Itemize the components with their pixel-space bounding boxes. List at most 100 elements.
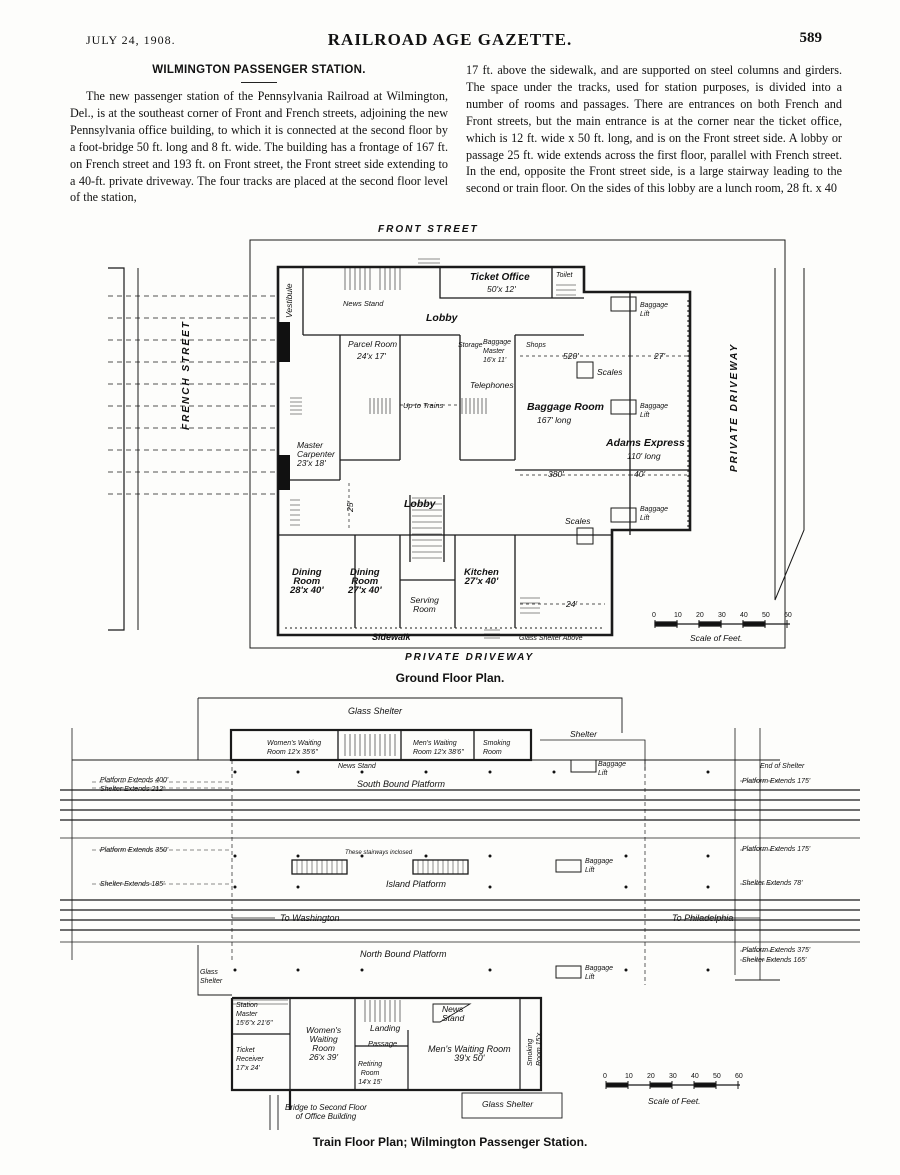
label-baggage-lift-b: Baggage Lift	[585, 858, 614, 874]
label-private-driveway-right: PRIVATE DRIVEWAY	[729, 342, 740, 472]
label-lobby-top: Lobby	[426, 312, 458, 324]
label-baggage-lift-1: Baggage Lift	[640, 302, 669, 318]
label-news-stand-top: News Stand	[338, 763, 376, 770]
label-lobby-bottom: Lobby	[404, 498, 436, 510]
label-dim-24: 24'	[566, 599, 578, 609]
label-serving-room: Serving Room	[410, 595, 439, 614]
label-adams-express-dim: 110' long	[627, 451, 661, 461]
label-baggage-lift-a: Baggage Lift	[598, 761, 627, 777]
label-island-platform: Island Platform	[386, 879, 447, 889]
label-shelter-185: Shelter Extends 185'	[100, 881, 165, 888]
label-womens-waiting: Women's Waiting Room 26'x 39'	[306, 1025, 342, 1062]
label-womens-waiting-top: Women's Waiting Room 12'x 35'6"	[267, 740, 322, 756]
page-number: 589	[799, 30, 823, 46]
label-glass-shelter-bottom: Glass Shelter	[482, 1099, 534, 1109]
label-dim-40: 40'	[634, 469, 646, 479]
building-outer-wall	[276, 265, 692, 637]
label-sidewalk: Sidewalk	[372, 632, 411, 642]
label-bridge: Bridge to Second Floor of Office Buildin…	[285, 1103, 367, 1121]
label-end-of-shelter: End of Shelter	[760, 763, 805, 770]
article-column-2: 17 ft. above the sidewalk, and are suppo…	[466, 63, 842, 196]
label-mens-waiting: Men's Waiting Room 39'x 50'	[428, 1044, 511, 1063]
label-dim-520: 520'	[563, 351, 579, 361]
label-platform-350: Platform Extends 350'	[100, 847, 169, 854]
label-platform-175-a: Platform Extends 175'	[742, 778, 811, 785]
train-scale-tick-5: 50	[713, 1073, 721, 1080]
label-dining-room-1: Dining Room 28'x 40'	[290, 567, 324, 596]
train-scale-tick-3: 30	[669, 1073, 677, 1080]
label-mens-waiting-top: Men's Waiting Room 12'x 38'6"	[413, 740, 464, 756]
label-glass-shelter-above: Glass Shelter Above	[519, 635, 583, 642]
header-date: JULY 24, 1908.	[86, 33, 176, 47]
label-news-stand: News Stand	[343, 299, 384, 308]
label-shelter: Shelter	[570, 729, 597, 739]
label-baggage-room-dim: 167' long	[537, 415, 572, 425]
label-shelter-165: Shelter Extends 165'	[742, 957, 807, 964]
label-private-driveway-bottom: PRIVATE DRIVEWAY	[405, 652, 535, 663]
train-scale-tick-6: 60	[735, 1073, 743, 1080]
ground-scale-tick-1: 10	[674, 612, 682, 619]
label-storage: Storage	[458, 342, 483, 349]
label-adams-express: Adams Express	[606, 437, 685, 449]
label-south-bound: South Bound Platform	[357, 779, 446, 789]
ground-floor-plan	[108, 239, 805, 649]
label-baggage-lift-2: Baggage Lift	[640, 403, 669, 419]
label-baggage-master: Baggage Master 16'x 11'	[483, 339, 512, 364]
article-title: WILMINGTON PASSENGER STATION.	[152, 64, 366, 76]
label-kitchen: Kitchen 27'x 40'	[464, 567, 499, 587]
label-news-stand-bottom: News Stand	[442, 1004, 465, 1023]
train-scale-tick-2: 20	[647, 1073, 655, 1080]
ground-scale-tick-3: 30	[718, 612, 726, 619]
train-floor-plan	[60, 697, 860, 1130]
label-train-scale: Scale of Feet.	[648, 1096, 701, 1106]
label-shops: Shops	[526, 342, 546, 349]
label-station-master: Station Master 15'6"x 21'6"	[236, 1002, 273, 1027]
ground-scale-tick-2: 20	[696, 612, 704, 619]
label-glass-shelter-top: Glass Shelter	[348, 706, 403, 716]
label-north-bound: North Bound Platform	[360, 949, 447, 959]
train-scale-tick-4: 40	[691, 1073, 699, 1080]
label-up-to-trains: Up to Trains	[403, 401, 444, 410]
ground-scale-tick-4: 40	[740, 612, 748, 619]
label-platform-375: Platform Extends 375'	[742, 947, 811, 954]
label-parcel-room-dim: 24'x 17'	[357, 351, 386, 361]
label-baggage-lift-3: Baggage Lift	[640, 506, 669, 522]
train-scale-tick-1: 10	[625, 1073, 633, 1080]
label-ticket-office: Ticket Office	[470, 272, 530, 283]
label-retiring-room: Retiring Room 14'x 15'	[358, 1061, 383, 1086]
label-vestibule: Vestibule	[284, 283, 294, 318]
title-rule	[241, 82, 277, 83]
label-toilet: Toilet	[556, 272, 573, 279]
label-telephones: Telephones	[470, 380, 514, 390]
label-master-carpenter: Master Carpenter 23'x 18'	[297, 440, 335, 468]
label-stairways: These stairways inclosed	[345, 850, 413, 856]
label-ticket-receiver: Ticket Receiver 17'x 24'	[236, 1047, 264, 1072]
ground-plan-caption: Ground Floor Plan.	[395, 671, 505, 685]
journal-title: RAILROAD AGE GAZETTE.	[327, 30, 573, 49]
label-baggage-lift-c: Baggage Lift	[585, 965, 614, 981]
train-plan-caption: Train Floor Plan; Wilmington Passenger S…	[312, 1135, 588, 1149]
label-french-street: FRENCH STREET	[181, 320, 192, 430]
label-parcel-room: Parcel Room	[348, 339, 398, 349]
site-outline	[249, 239, 786, 649]
label-scales-2: Scales	[565, 516, 591, 526]
label-smoking-top: Smoking Room	[483, 740, 511, 756]
ground-scale-tick-6: 60	[784, 612, 792, 619]
label-shelter-78: Shelter Extends 78'	[742, 880, 803, 887]
label-scales-1: Scales	[597, 367, 623, 377]
label-to-philadelphia: To Philadelphia	[672, 913, 734, 923]
label-glass-shelter-left: Glass Shelter	[200, 969, 223, 985]
label-to-washington: To Washington	[280, 913, 340, 923]
article-column-1: The new passenger station of the Pennsyl…	[70, 89, 448, 205]
label-dim-25: 25'	[345, 500, 355, 512]
ground-scale-tick-5: 50	[762, 612, 770, 619]
label-front-street: FRONT STREET	[378, 224, 479, 235]
label-smoking-bottom: Smoking Room 15'x	[527, 1032, 543, 1066]
label-passage: Passage	[368, 1039, 398, 1048]
label-dining-room-2: Dining Room 27'x 40'	[348, 567, 382, 596]
label-ground-scale: Scale of Feet.	[690, 633, 743, 643]
train-scale-tick-0: 0	[603, 1073, 607, 1080]
label-dim-27: 27'	[654, 351, 666, 361]
